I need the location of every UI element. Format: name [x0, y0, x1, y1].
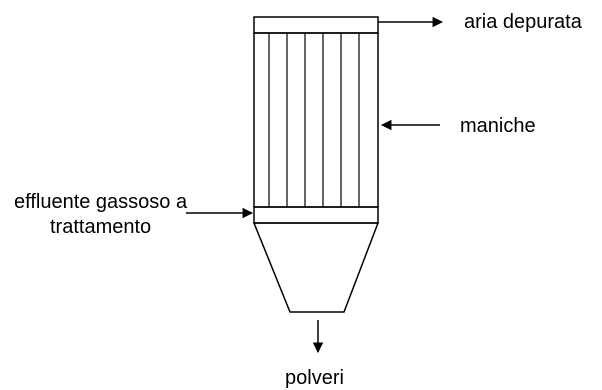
inlet-band	[253, 206, 379, 224]
dust-hopper	[252, 222, 380, 313]
top-plenum	[253, 16, 379, 34]
inlet-label-line1: effluente gassoso a	[14, 191, 188, 213]
dust-label: polveri	[285, 367, 344, 389]
filter-bags	[268, 33, 360, 207]
clean-air-label: aria depurata	[464, 11, 582, 33]
filter-bags-label: maniche	[460, 115, 536, 137]
inlet-label-line2: trattamento	[50, 216, 152, 238]
